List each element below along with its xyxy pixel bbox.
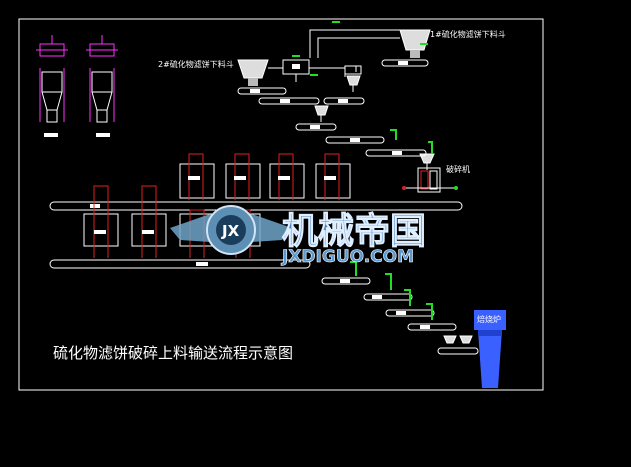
storage-bins-upper — [179, 163, 351, 199]
drawing-frame — [18, 18, 544, 391]
furnace-label: 焙烧炉 — [477, 314, 501, 324]
watermark-brand-en: JXDIGUO.COM — [281, 247, 414, 267]
roasting-furnace — [474, 310, 506, 388]
hopper-1-label: 1#硫化物滤饼下料斗 — [430, 29, 506, 39]
drive-indicators — [350, 129, 433, 320]
top-pipelines — [268, 29, 400, 82]
belt-tags — [90, 61, 430, 329]
watermark-brand-cn: 机械帝国 — [282, 211, 426, 252]
cyclone-separator-right — [86, 35, 118, 123]
furnace-feed-hoppers — [443, 335, 473, 344]
chute-lines — [320, 66, 428, 170]
diagram-title: 硫化物滤饼破碎上料输送流程示意图 — [53, 344, 293, 362]
belt-conveyors — [49, 59, 479, 355]
crusher-label: 破碎机 — [446, 164, 470, 174]
small-hoppers — [314, 75, 435, 164]
hopper-2-label: 2#硫化物滤饼下料斗 — [158, 59, 234, 69]
watermark-logo: JX — [170, 205, 292, 255]
crusher — [402, 167, 458, 193]
cyclone-separator-left — [36, 35, 68, 123]
hopper-2 — [237, 59, 269, 86]
watermark-emblem: JX — [221, 222, 240, 240]
